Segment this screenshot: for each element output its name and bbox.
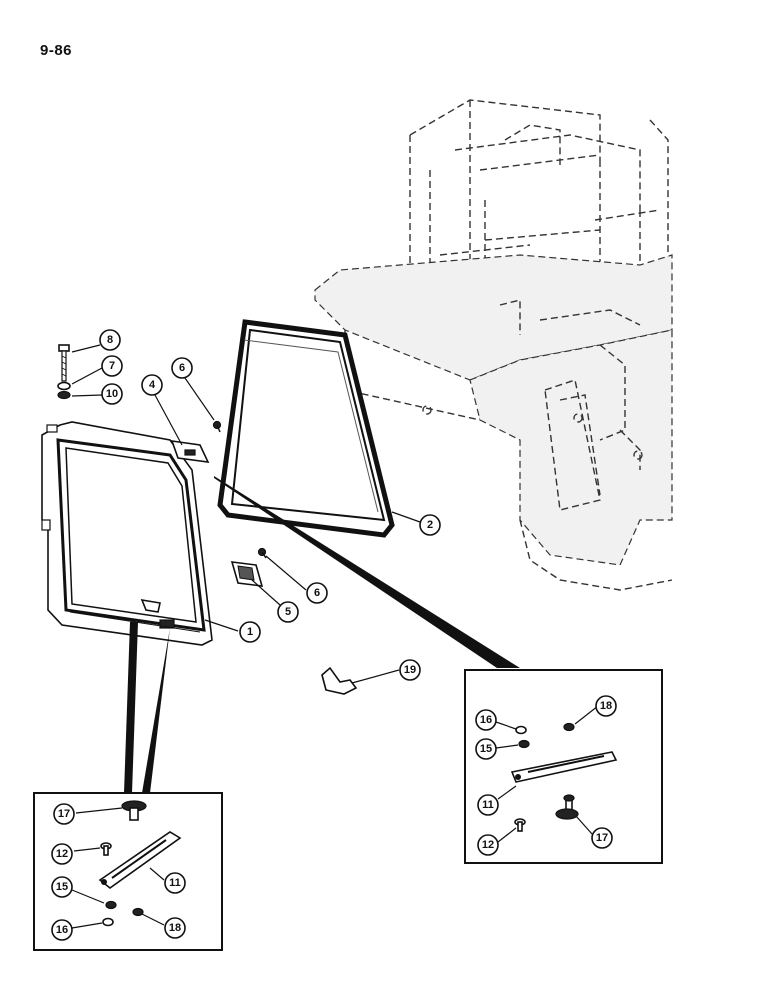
- arm-left: [98, 831, 182, 890]
- callout-hinge-lower: 5: [277, 601, 299, 623]
- callout-right-arm: 11: [477, 794, 499, 816]
- callout-label: 18: [169, 922, 181, 934]
- callout-bolt-top: 8: [99, 329, 121, 351]
- callout-left-washer: 15: [51, 876, 73, 898]
- callout-label: 16: [480, 714, 492, 726]
- door-frame: [41, 421, 213, 646]
- detail-leaders: [124, 476, 520, 793]
- screw-left: [100, 842, 112, 856]
- callout-label: 17: [596, 832, 608, 844]
- washer-right: [518, 739, 530, 749]
- callout-label: 15: [56, 881, 68, 893]
- callout-screw-upper: 6: [171, 357, 193, 379]
- callout-label: 5: [285, 606, 291, 618]
- callout-hinge-upper: 4: [141, 374, 163, 396]
- washer-top: [57, 390, 71, 400]
- callout-left-knob: 17: [53, 803, 75, 825]
- callout-label: 11: [482, 799, 494, 811]
- callout-label: 7: [109, 360, 115, 372]
- callout-label: 8: [107, 334, 113, 346]
- callout-right-washer: 15: [475, 738, 497, 760]
- callout-washer-top: 10: [101, 383, 123, 405]
- callout-door-frame: 1: [239, 621, 261, 643]
- callout-nut-top: 7: [101, 355, 123, 377]
- leader-lines: [71, 344, 599, 929]
- cab-outline: [314, 99, 673, 591]
- bolt-top: [58, 344, 70, 382]
- callout-label: 18: [600, 700, 612, 712]
- callout-left-clip: 18: [164, 917, 186, 939]
- callout-right-screw: 12: [477, 834, 499, 856]
- nut-right: [515, 725, 527, 735]
- knob-right: [555, 794, 579, 820]
- callout-label: 12: [482, 839, 494, 851]
- clip-right: [563, 722, 575, 732]
- callout-left-arm: 11: [164, 872, 186, 894]
- screw-upper: [212, 420, 222, 433]
- nut-top: [57, 381, 71, 391]
- callout-right-knob: 17: [591, 827, 613, 849]
- callout-right-clip: 18: [595, 695, 617, 717]
- callout-label: 2: [427, 519, 433, 531]
- knob-left: [121, 800, 147, 821]
- callout-left-nut: 16: [51, 919, 73, 941]
- page-number: 9-86: [40, 42, 73, 59]
- callout-label: 11: [169, 877, 181, 889]
- callout-label: 17: [58, 808, 70, 820]
- callout-label: 4: [149, 379, 156, 391]
- latch-bracket: [321, 666, 358, 695]
- detail-box-right: [464, 669, 663, 864]
- arm-right: [510, 751, 618, 783]
- callout-right-nut: 16: [475, 709, 497, 731]
- callout-label: 6: [179, 362, 185, 374]
- window-seal: [217, 319, 395, 538]
- hinge-upper: [170, 440, 210, 463]
- screw-lower: [257, 547, 267, 559]
- callout-label: 10: [106, 388, 118, 400]
- washer-left: [105, 900, 117, 910]
- callout-label: 6: [314, 587, 320, 599]
- callout-label: 1: [247, 626, 253, 638]
- screw-right: [514, 818, 526, 832]
- callout-left-screw: 12: [51, 843, 73, 865]
- callout-label: 15: [480, 743, 492, 755]
- nut-left: [102, 917, 114, 927]
- callout-label: 12: [56, 848, 68, 860]
- callout-latch-bracket: 19: [399, 659, 421, 681]
- callout-label: 16: [56, 924, 68, 936]
- callout-screw-lower: 6: [306, 582, 328, 604]
- callout-window-seal: 2: [419, 514, 441, 536]
- hinge-lower: [230, 561, 264, 587]
- clip-left: [132, 907, 144, 917]
- callout-label: 19: [404, 664, 416, 676]
